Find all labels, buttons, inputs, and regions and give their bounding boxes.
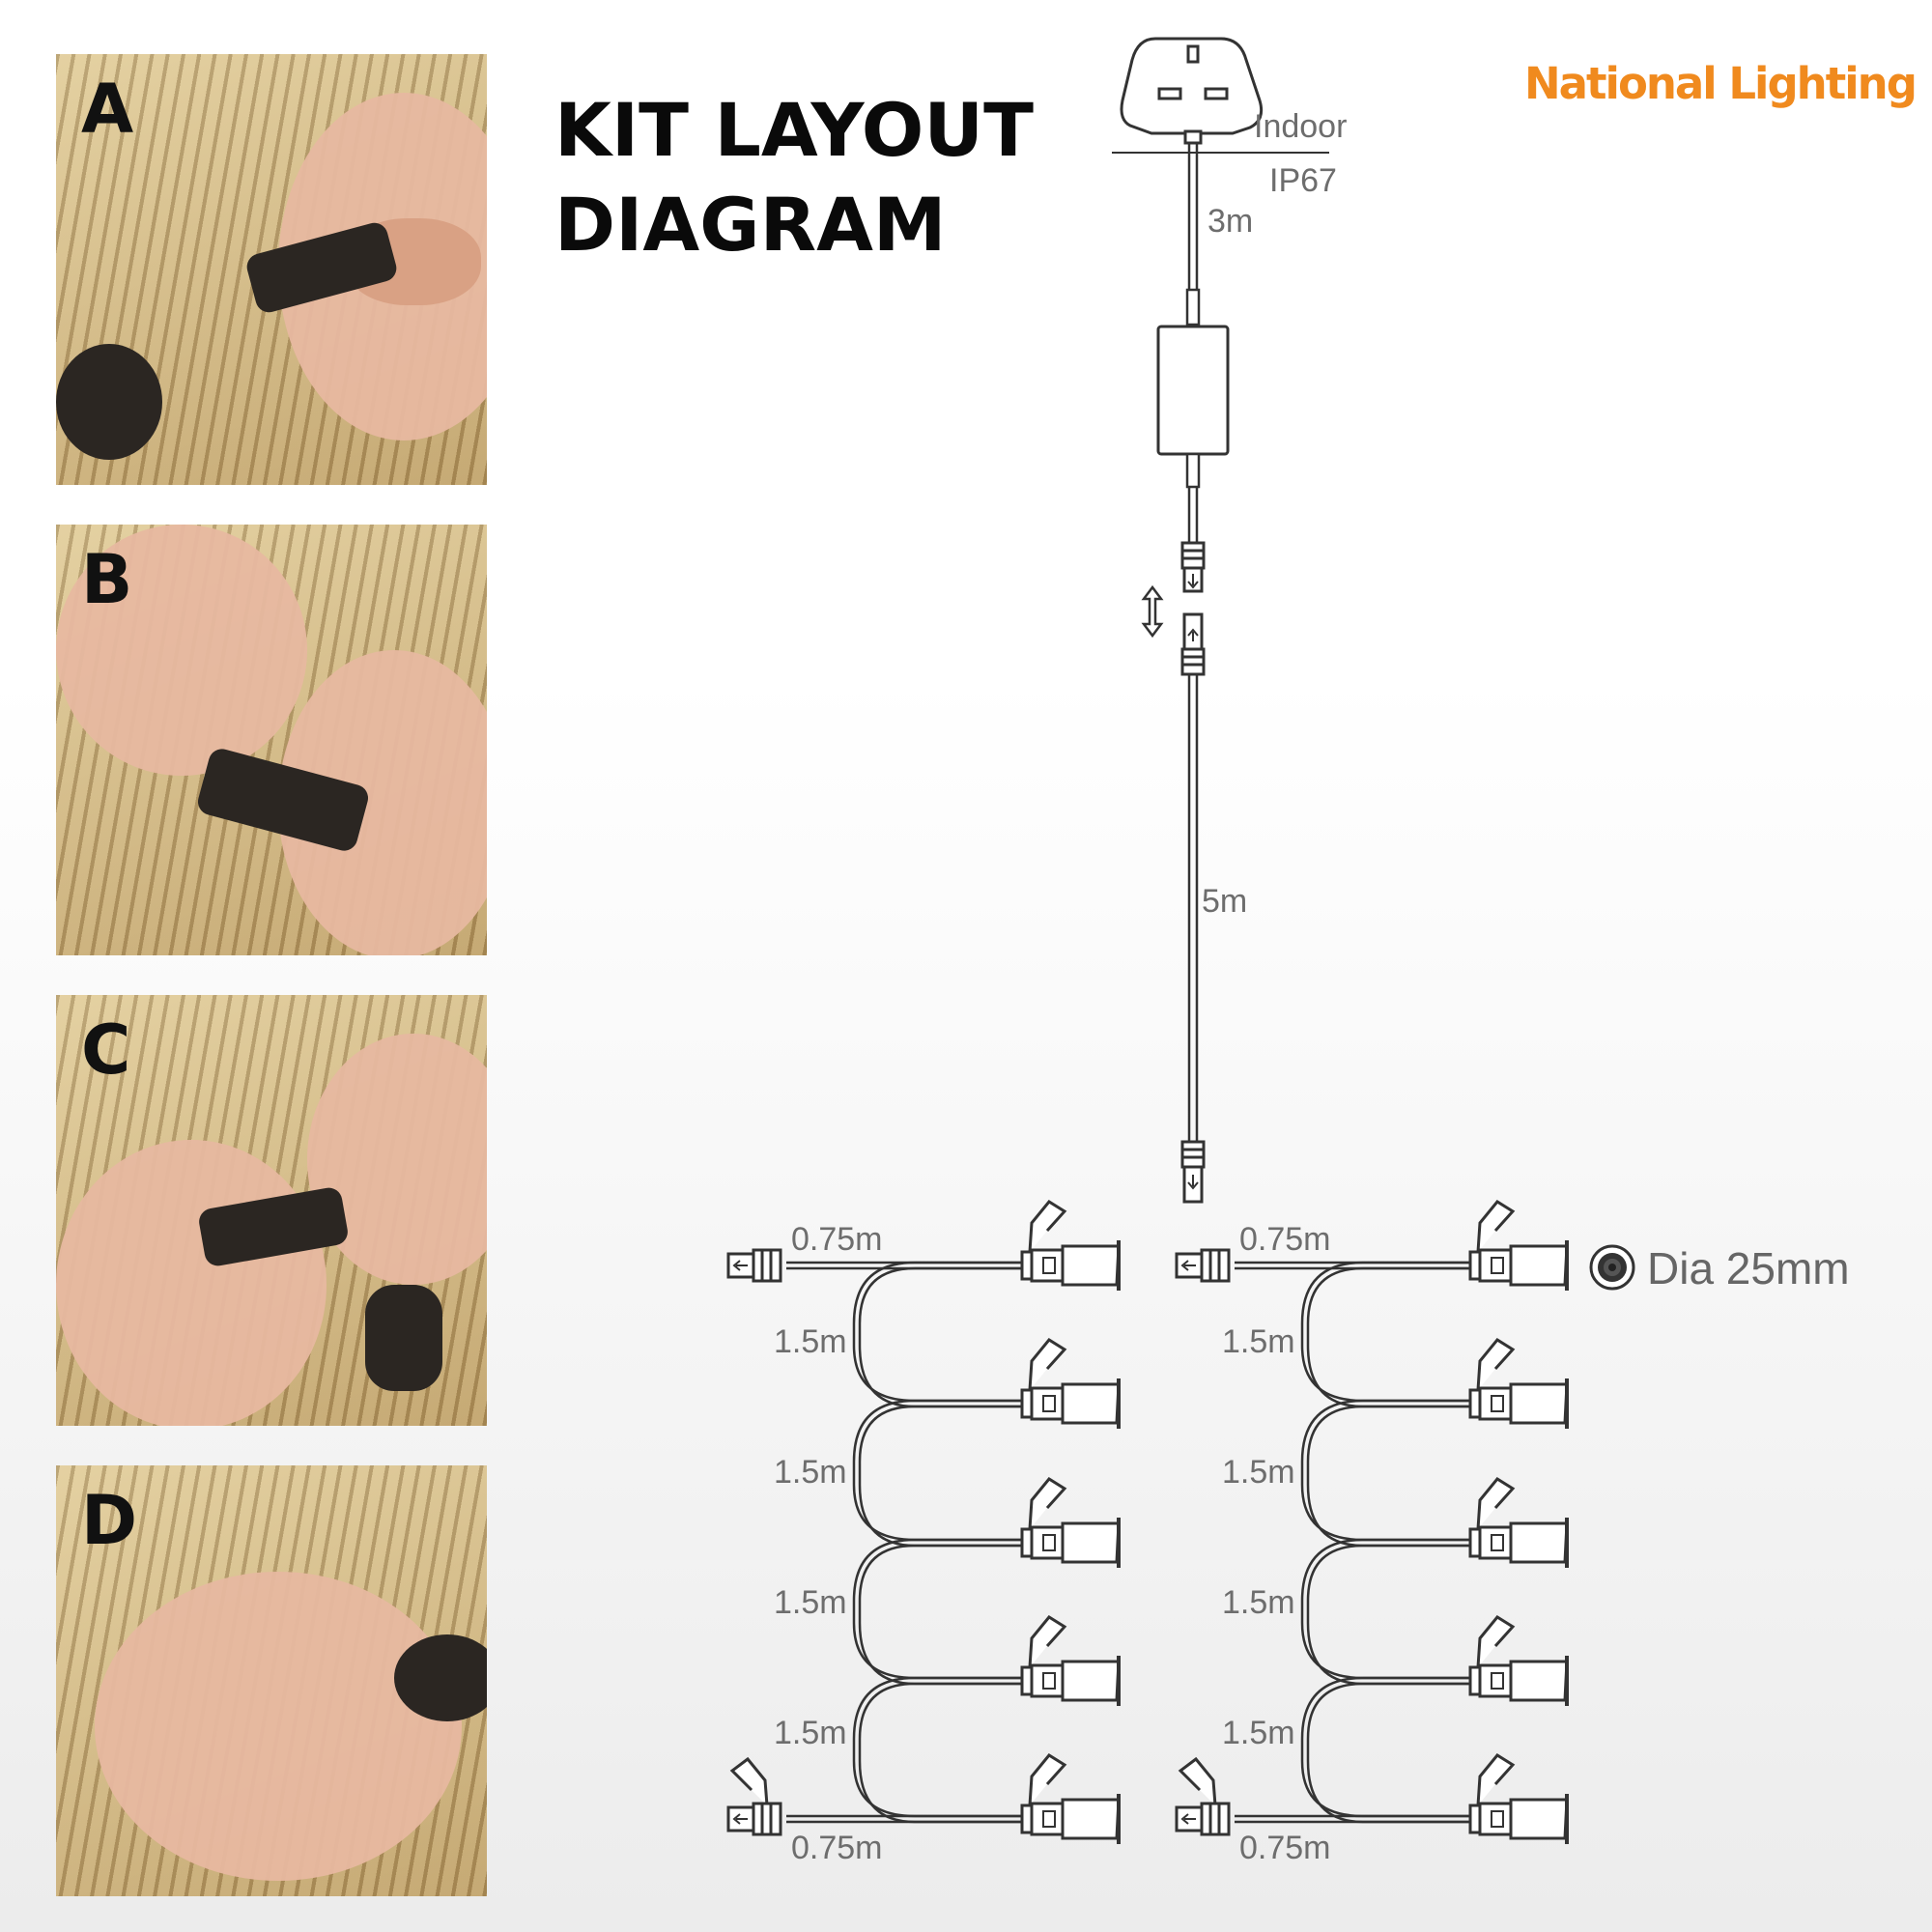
dia-marker-icon — [1589, 1244, 1635, 1291]
deck-light-icon — [1468, 1338, 1569, 1429]
main-connector-female — [1180, 541, 1206, 593]
step-c-photo: C — [56, 995, 487, 1426]
segment-label: 0.75m — [1239, 1221, 1331, 1258]
deck-light-icon — [1468, 1615, 1569, 1706]
segment-label: 1.5m — [1222, 1454, 1295, 1491]
transformer-output-cable — [1185, 452, 1201, 543]
segment-label: 1.5m — [1222, 1715, 1295, 1751]
segment-label: 1.5m — [774, 1323, 847, 1360]
main-connector-male — [1180, 612, 1206, 676]
uk-plug-icon — [1120, 37, 1264, 145]
segment-label: 0.75m — [791, 1221, 883, 1258]
chain-connector-icon — [1175, 1756, 1231, 1836]
cable-5m-label: 5m — [1202, 883, 1248, 920]
deck-light-icon — [1020, 1753, 1121, 1844]
segment-label: 1.5m — [1222, 1323, 1295, 1360]
indoor-label: Indoor — [1254, 108, 1348, 145]
deck-light-icon — [1020, 1338, 1121, 1429]
step-letter: B — [81, 540, 133, 619]
end-connector — [1180, 1140, 1206, 1204]
cable-3m-label: 3m — [1208, 203, 1254, 240]
brand-logo: National Lighting — [1524, 58, 1918, 109]
diameter-label: Dia 25mm — [1647, 1243, 1850, 1293]
deck-light-icon — [1020, 1477, 1121, 1568]
hand — [56, 1140, 327, 1426]
segment-label: 1.5m — [1222, 1584, 1295, 1621]
deck-light-icon — [1020, 1615, 1121, 1706]
ip-rating-label: IP67 — [1269, 162, 1337, 199]
chain-connector-icon — [726, 1756, 782, 1836]
transformer-box — [1156, 325, 1230, 456]
hand — [56, 525, 307, 776]
deck-light-icon — [1468, 1753, 1569, 1844]
deck-light-icon — [1468, 1200, 1569, 1291]
chain-connector-icon — [726, 1248, 782, 1283]
deck-light-icon — [1020, 1200, 1121, 1291]
step-letter: A — [81, 70, 134, 149]
segment-label: 1.5m — [774, 1715, 847, 1751]
cable-cap — [365, 1285, 442, 1391]
title-line-1: KIT LAYOUT — [554, 87, 1034, 173]
cable-5m — [1187, 674, 1199, 1142]
step-letter: D — [81, 1481, 138, 1560]
segment-label: 1.5m — [774, 1584, 847, 1621]
cable-3m — [1185, 143, 1201, 327]
step-d-photo: D — [56, 1465, 487, 1896]
cable-cap — [56, 344, 162, 460]
chain-connector-icon — [1175, 1248, 1231, 1283]
step-b-photo: B — [56, 525, 487, 955]
light-chain — [726, 1200, 1121, 1844]
deck-light — [394, 1634, 487, 1721]
hand — [95, 1572, 462, 1881]
segment-label: 0.75m — [1239, 1830, 1331, 1866]
step-a-photo: A — [56, 54, 487, 485]
segment-label: 0.75m — [791, 1830, 883, 1866]
page-title: KIT LAYOUT DIAGRAM — [554, 83, 1034, 272]
title-line-2: DIAGRAM — [554, 182, 947, 268]
connect-arrows-icon — [1141, 584, 1164, 639]
step-letter: C — [81, 1010, 131, 1090]
segment-label: 1.5m — [774, 1454, 847, 1491]
light-chain — [1175, 1200, 1569, 1844]
deck-light-icon — [1468, 1477, 1569, 1568]
